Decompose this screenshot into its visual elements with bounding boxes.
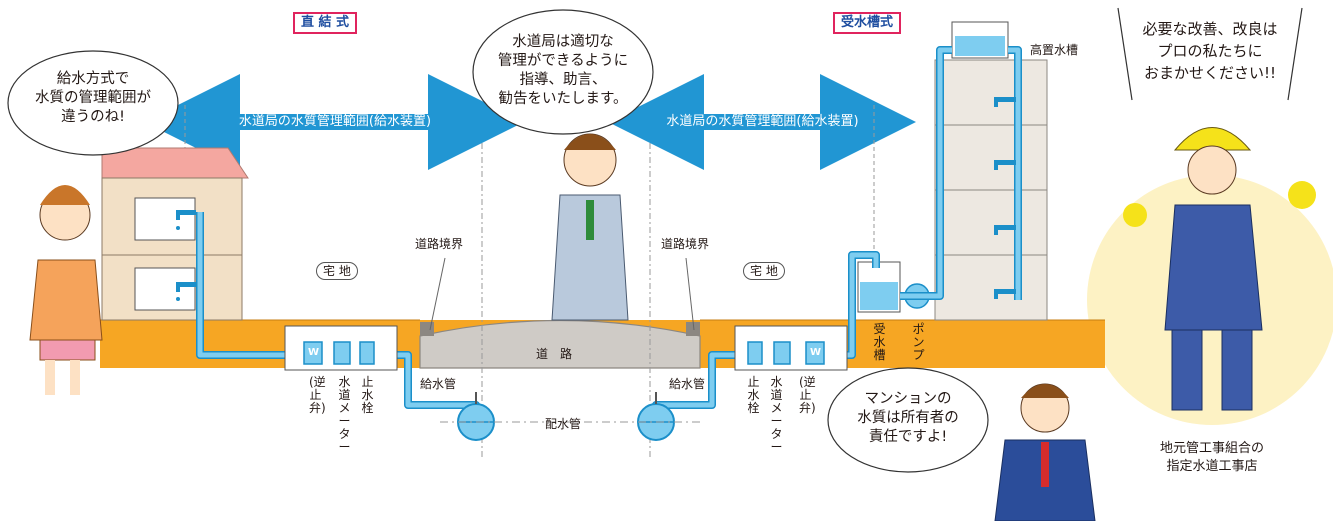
bubble-worker-text: 必要な改善、改良は プロの私たちに おまかせください!! (1142, 20, 1278, 82)
main-pipe-label: 配水管 (545, 417, 582, 431)
curb-right (686, 322, 700, 336)
pipes-tank (652, 46, 1022, 412)
tag-direct-system: 直 結 式 (293, 12, 358, 34)
worker-caption: 地元管工事組合の 指定水道工事店 (1159, 441, 1265, 474)
elevated-tank-label: 高置水槽 (1030, 43, 1079, 57)
bubble-official-text: 水道局は適切な 管理ができるように 指導、助言、 勧告をいたします。 (497, 34, 629, 107)
meter-mark-right: W (810, 347, 822, 358)
supply-pipe-label-left: 給水管 (420, 377, 457, 391)
meter-mark-left: W (308, 347, 320, 358)
receiving-tank-label: 受水槽 (873, 322, 886, 362)
woman-figure (29, 185, 103, 395)
house-roof (101, 147, 249, 179)
official-figure (551, 133, 629, 321)
check-valve-label-right: (逆止弁) (799, 375, 816, 415)
gate-valve-icon (457, 392, 675, 441)
meter-label-left: 水道メーター (338, 375, 351, 454)
tag-tank-system: 受水槽式 (833, 12, 902, 34)
road-label: 道 路 (536, 347, 573, 361)
stop-valve-label-left: 止水栓 (361, 375, 374, 415)
pump-label: ポンプ (912, 322, 925, 362)
supply-pipe-label-right: 給水管 (669, 377, 706, 391)
boundary-label-left: 道路境界 (415, 237, 464, 251)
boundary-label-right: 道路境界 (661, 237, 710, 251)
bubble-manager-text: マンションの 水質は所有者の 責任ですよ! (857, 391, 959, 445)
bubble-worker (1117, 7, 1303, 101)
lot-label-right: 宅 地 (743, 262, 785, 280)
water-meter-icon (303, 341, 825, 365)
lot-label-left: 宅 地 (316, 262, 358, 280)
manager-figure (994, 383, 1096, 521)
curb-left (420, 322, 434, 336)
bubble-manager (827, 367, 989, 473)
worker-figure (1123, 127, 1316, 411)
scope-label-right: 水道局の水質管理範囲(給水装置) (666, 114, 859, 129)
meter-label-right: 水道メーター (770, 375, 783, 454)
bubble-woman (7, 50, 179, 156)
bubble-official (472, 9, 654, 135)
check-valve-label-left: (逆止弁) (309, 375, 326, 415)
bubble-woman-text: 給水方式で 水質の管理範囲が 違うのね! (35, 71, 151, 125)
scope-label-left: 水道局の水質管理範囲(給水装置) (238, 114, 432, 129)
stop-valve-label-right: 止水栓 (747, 375, 760, 415)
faucet-icon (176, 97, 1016, 301)
